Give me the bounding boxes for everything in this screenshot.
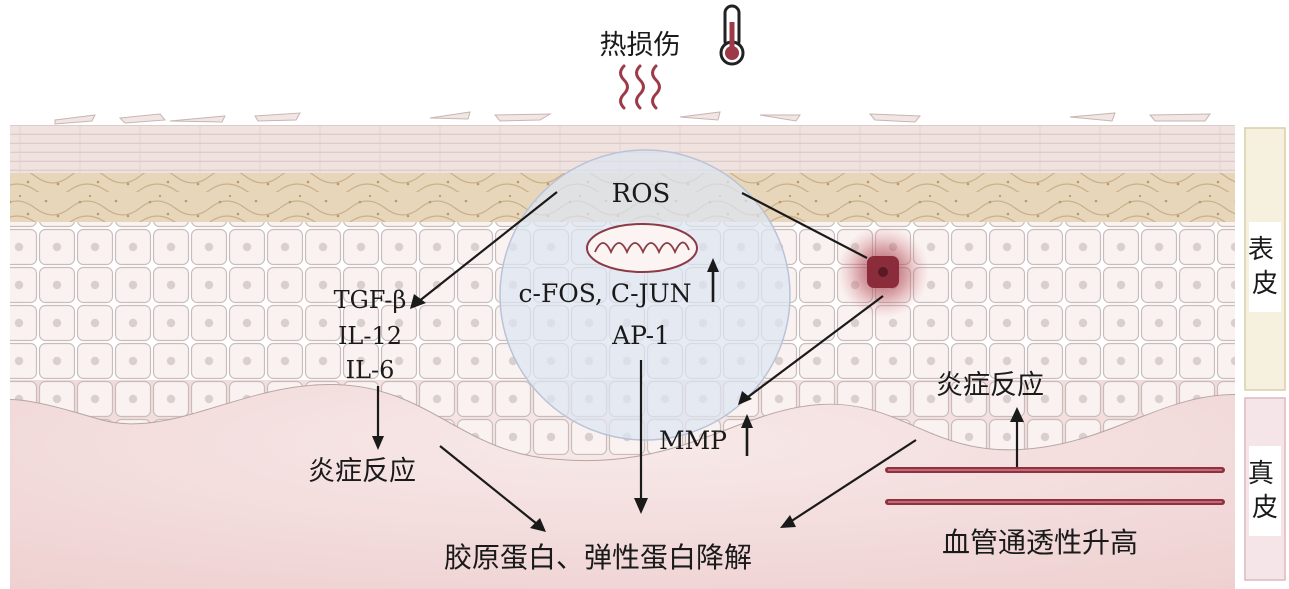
heat-damage-label: 热损伤 [600, 30, 681, 61]
arrow-cell-to-mmp [743, 295, 884, 401]
surface-flakes [54, 111, 1211, 125]
arrowhead-inflammation-to-degradation [530, 518, 546, 532]
arrowhead-vascular-to-inflammation [1010, 407, 1024, 422]
thermometer-icon [719, 4, 745, 66]
ap1-label: AP-1 [611, 321, 670, 350]
mmp-label: MMP [659, 426, 727, 455]
arrowhead-cytokines-to-inflammation [372, 436, 384, 450]
arrow-right-to-degradation [789, 439, 917, 523]
up-arrowhead-mmp [741, 414, 753, 428]
ros-zone [499, 149, 791, 441]
cytokine-il12-label: IL-12 [338, 322, 402, 350]
inflammation-right-label: 炎症反应 [936, 370, 1044, 401]
arrow-ros-to-cytokines [417, 191, 558, 303]
degradation-label: 胶原蛋白、弹性蛋白降解 [444, 541, 752, 574]
arrowhead-right-to-degradation [780, 515, 796, 528]
heat-wave-icon [619, 64, 661, 110]
dermis-tag-window [1249, 446, 1281, 536]
epidermis-tag-window [1249, 222, 1281, 312]
arrowhead-cell-to-mmp [738, 391, 752, 405]
cytokine-il6-label: IL-6 [346, 356, 395, 384]
arrow-inflammation-to-degradation [439, 445, 538, 525]
transcription-label: c-FOS, C-JUN [519, 279, 692, 308]
ros-label: ROS [612, 179, 671, 209]
blood-vessel [885, 467, 1225, 505]
arrows [372, 191, 1024, 532]
arrowhead-ap1-to-degradation [634, 498, 648, 514]
mitochondrion-icon [586, 223, 698, 273]
dermis-label: 真 皮 [1248, 459, 1282, 523]
vascular-label: 血管通透性升高 [942, 526, 1138, 559]
inflammation-left-label: 炎症反应 [308, 456, 416, 487]
arrowhead-ros-to-cytokines [410, 294, 426, 309]
epidermis-label: 表 皮 [1248, 235, 1282, 299]
arrow-ros-to-cell [741, 192, 868, 259]
cytokine-tgf-label: TGF-β [334, 286, 407, 314]
up-arrowhead-transcription [707, 258, 719, 272]
damaged-cell-nucleus [878, 267, 888, 277]
